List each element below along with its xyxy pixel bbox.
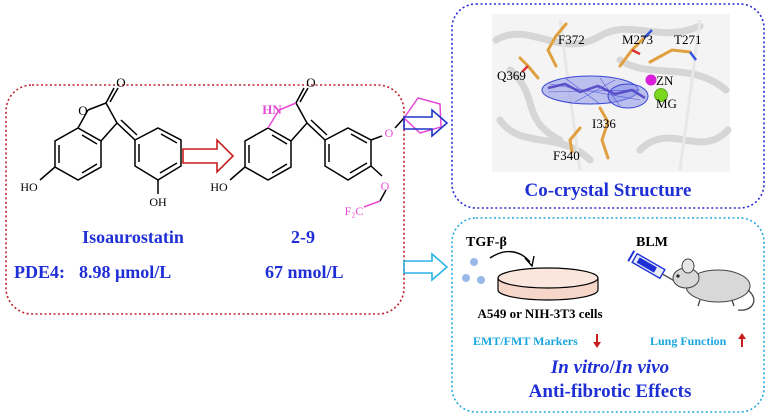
treatment-arrow <box>489 251 531 263</box>
cocrystal-panel <box>451 3 765 209</box>
isoaurostatin-carbonyl-oxygen: O <box>116 75 125 90</box>
cell-lines-label: A549 or NIH-3T3 cells <box>477 306 602 321</box>
compound-2-9-name: 2-9 <box>291 227 315 247</box>
cocrystal-title: Co-crystal Structure <box>525 180 692 201</box>
cyclopentyl-group <box>403 97 442 134</box>
residue-label-f372: F372 <box>558 32 585 47</box>
compound-2-9-ic50: 67 nmol/L <box>265 262 344 282</box>
in-vivo-text: In vivo <box>614 357 669 378</box>
anti-fibrotic-title: Anti-fibrotic Effects <box>529 381 692 402</box>
residue-label-q369: Q369 <box>497 68 526 83</box>
compound-2-9-nh-group: HN <box>262 102 282 117</box>
pde4-label: PDE4: <box>14 262 65 282</box>
treatment-arrowhead <box>524 255 535 268</box>
arrow-to-effects <box>403 252 449 282</box>
compound-2-9-ether-oxygen-2: O <box>381 179 390 193</box>
residue-label-i336: I336 <box>592 116 616 131</box>
optimization-arrow <box>182 138 235 174</box>
residue-label-zn: ZN <box>656 73 674 88</box>
up-arrow-icon <box>738 333 746 347</box>
compounds-panel <box>5 84 405 315</box>
isoaurostatin-ic50: 8.98 μmol/L <box>79 262 171 282</box>
isoaurostatin-name: Isoaurostatin <box>82 227 184 247</box>
petri-dish <box>497 267 599 301</box>
residue-label-m273: M273 <box>622 32 653 47</box>
tgf-beta-dot <box>470 258 478 266</box>
residue-label-mg: MG <box>656 96 677 111</box>
tgf-beta-dot <box>477 276 485 284</box>
difluoromethyl-bond <box>363 200 381 208</box>
tgf-beta-dot <box>462 274 470 282</box>
tgf-beta-label: TGF-β <box>466 235 507 250</box>
magnesium-ion <box>654 88 668 102</box>
blm-label: BLM <box>636 235 668 250</box>
in-vitro-in-vivo-label: In vitro/In vivo <box>550 357 669 378</box>
zinc-ion <box>645 74 657 86</box>
isoaurostatin-hydroxyl-left: HO <box>20 180 38 194</box>
arrow-to-cocrystal <box>403 108 449 138</box>
mouse-icon <box>672 258 755 311</box>
residue-label-f340: F340 <box>553 148 580 163</box>
syringe-icon <box>627 250 675 282</box>
residue-label-t271: T271 <box>674 32 701 47</box>
isoaurostatin-structure <box>39 87 182 194</box>
compound-2-9-difluoromethyl: F₂C <box>345 204 364 218</box>
emt-fmt-markers-label: EMT/FMT Markers <box>473 334 578 348</box>
isoaurostatin-hydroxyl-right: OH <box>149 195 167 209</box>
lung-function-label: Lung Function <box>650 334 727 348</box>
compound-2-9-hydroxyl: HO <box>210 180 228 194</box>
slash-text: / <box>608 357 615 378</box>
compound-2-9-carbonyl-oxygen: O <box>306 75 315 90</box>
compound-2-9-structure <box>229 87 405 202</box>
down-arrow-icon <box>593 334 601 348</box>
cocrystal-image <box>492 14 732 172</box>
compound-2-9-ether-oxygen-1: O <box>385 126 394 140</box>
isoaurostatin-ring-oxygen: O <box>78 103 87 118</box>
effects-panel <box>451 217 765 413</box>
in-vitro-text: In vitro <box>550 357 610 378</box>
